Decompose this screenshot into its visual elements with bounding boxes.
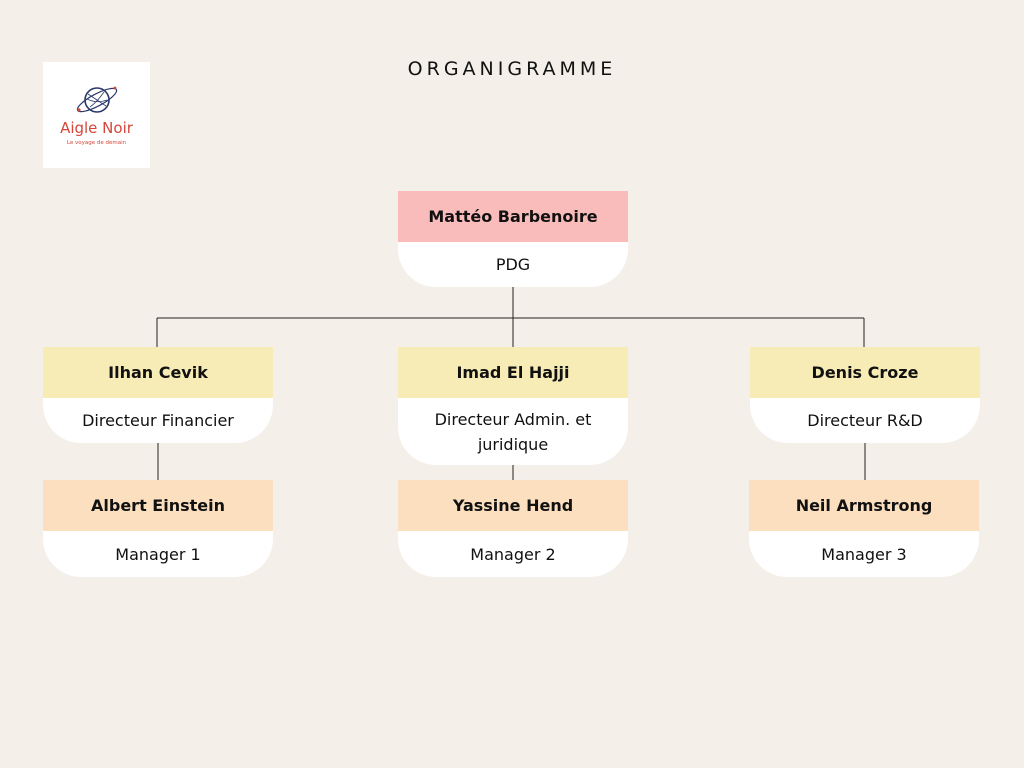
page-title: ORGANIGRAMME: [407, 58, 617, 80]
company-logo: Aigle Noir Le voyage de demain: [43, 62, 150, 168]
director-name: Ilhan Cevik: [43, 347, 273, 398]
director-role: Directeur Admin. et juridique: [398, 398, 628, 465]
ceo-card: Mattéo Barbenoire PDG: [398, 191, 628, 287]
director-name: Imad El Hajji: [398, 347, 628, 398]
ceo-name: Mattéo Barbenoire: [398, 191, 628, 242]
manager-role: Manager 3: [749, 531, 979, 577]
ceo-role: PDG: [398, 242, 628, 287]
manager-card: Neil Armstrong Manager 3: [749, 480, 979, 577]
manager-role: Manager 1: [43, 531, 273, 577]
director-card: Ilhan Cevik Directeur Financier: [43, 347, 273, 443]
manager-name: Albert Einstein: [43, 480, 273, 531]
manager-role: Manager 2: [398, 531, 628, 577]
director-card: Imad El Hajji Directeur Admin. et juridi…: [398, 347, 628, 465]
director-name: Denis Croze: [750, 347, 980, 398]
director-role: Directeur R&D: [750, 398, 980, 443]
logo-name: Aigle Noir: [60, 119, 133, 137]
director-role: Directeur Financier: [43, 398, 273, 443]
manager-card: Albert Einstein Manager 1: [43, 480, 273, 577]
logo-tagline: Le voyage de demain: [66, 140, 127, 146]
manager-name: Neil Armstrong: [749, 480, 979, 531]
director-card: Denis Croze Directeur R&D: [750, 347, 980, 443]
manager-name: Yassine Hend: [398, 480, 628, 531]
manager-card: Yassine Hend Manager 2: [398, 480, 628, 577]
ringed-planet-icon: [76, 86, 118, 113]
